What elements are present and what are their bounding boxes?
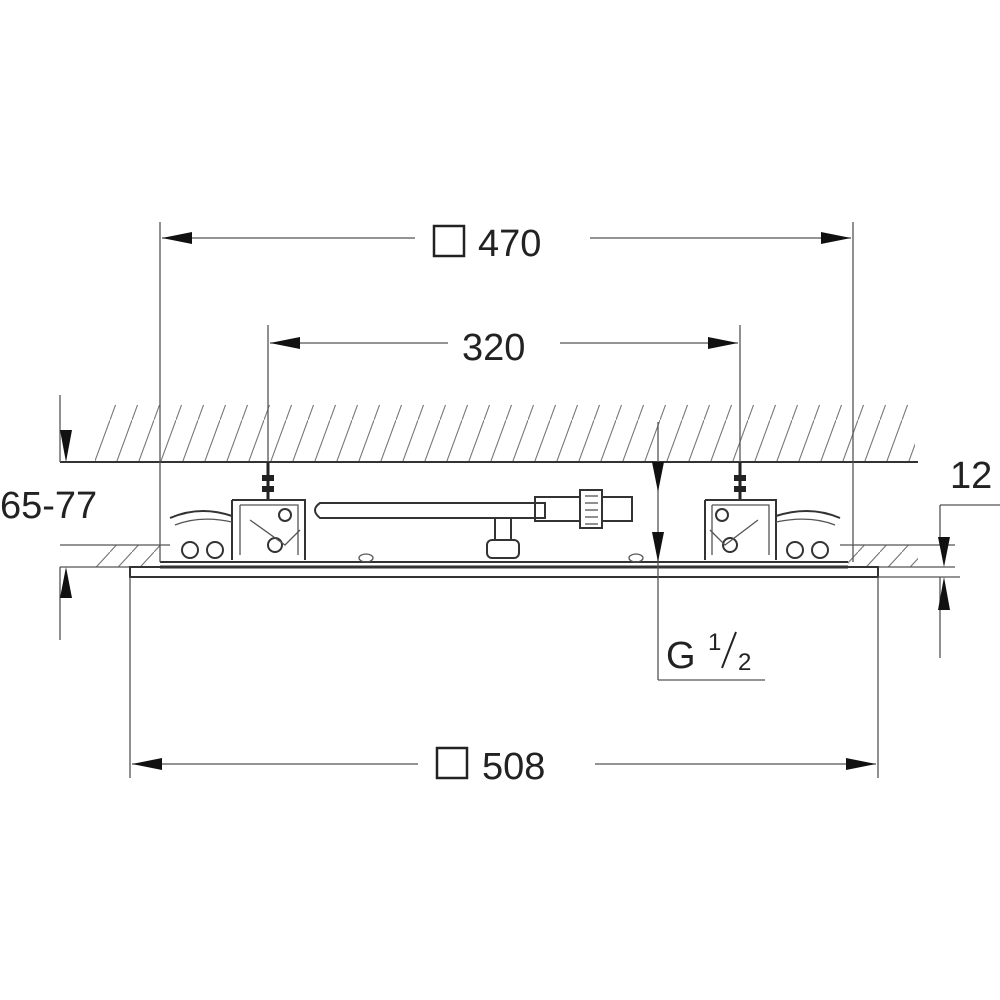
thread-denominator: 2	[738, 649, 751, 676]
dimension-12: 12	[938, 455, 992, 610]
right-mounting-bracket	[704, 462, 841, 560]
thread-numerator: 1	[708, 629, 721, 656]
supply-pipe	[314, 489, 633, 559]
thread-letter: G	[666, 635, 696, 677]
ceiling-slab	[60, 405, 918, 463]
dimension-320-label: 320	[462, 327, 525, 369]
shower-plate	[129, 561, 879, 578]
extension-lines	[59, 222, 1000, 778]
dimension-508-label: 508	[482, 746, 545, 788]
dimension-470-label: 470	[478, 223, 541, 265]
plate-fasteners	[358, 553, 644, 563]
dimension-65-77-label: 65-77	[0, 485, 97, 527]
dimension-470: 470	[162, 223, 851, 265]
thread-label: G 1 2	[666, 629, 751, 677]
dimension-320: 320	[270, 327, 738, 369]
dimension-65-77: 65-77	[0, 430, 97, 598]
left-mounting-bracket	[169, 462, 306, 560]
pipe-offset-dimension	[652, 462, 664, 562]
dimension-508: 508	[132, 746, 876, 788]
dimension-12-label: 12	[950, 455, 992, 497]
